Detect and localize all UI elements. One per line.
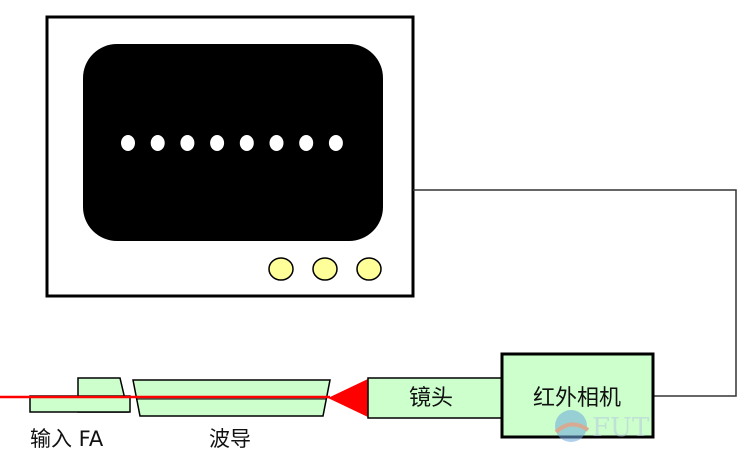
lens-label: 镜头 [409,386,453,411]
light-spot [210,135,225,151]
input-fa-label: 输入 FA [30,427,104,451]
light-spot [150,135,165,151]
waveguide-label: 波导 [209,427,251,451]
light-spots [121,135,343,151]
light-spot [121,135,135,151]
monitor-knob [312,257,338,281]
ir-camera-label: 红外相机 [533,386,621,411]
video-cable [413,189,737,397]
light-spot [239,135,254,151]
watermark-text: FUT [592,413,650,443]
monitor-knob [268,257,294,281]
light-spot [180,135,195,151]
monitor-knobs [268,257,382,281]
monitor-screen [83,44,383,241]
lens-block [367,377,503,419]
monitor-knob [356,257,382,281]
light-spot [328,135,343,151]
emission-cone [328,378,370,418]
input-fa-base [29,395,131,413]
light-spot [299,135,314,151]
watermark-logo: FUT [554,410,650,443]
light-spot [269,135,284,151]
monitor [45,15,415,298]
